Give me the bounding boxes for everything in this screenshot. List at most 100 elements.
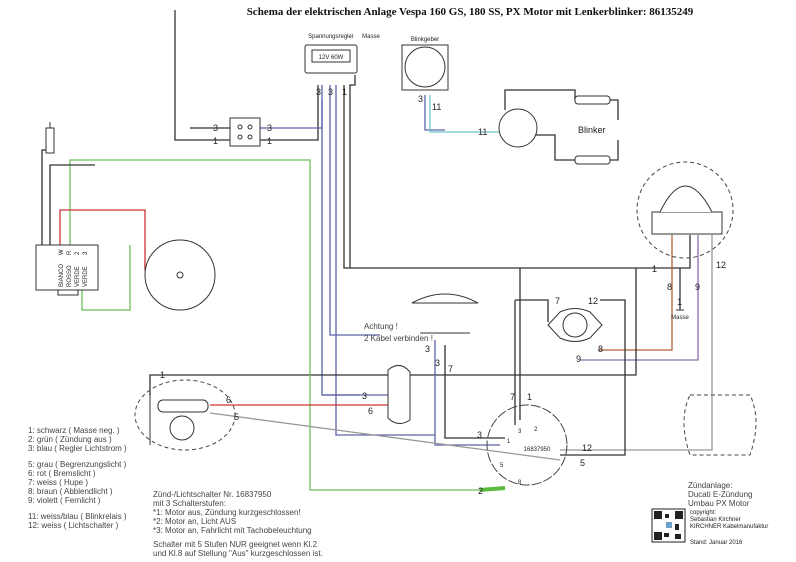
- svg-text:5: grau ( Begrenzungslicht ): 5: grau ( Begrenzungslicht ): [28, 460, 127, 469]
- svg-text:1: 1: [213, 136, 218, 146]
- svg-text:1: 1: [160, 370, 165, 380]
- svg-text:6: rot ( Bremslicht ): 6: rot ( Bremslicht ): [28, 469, 96, 478]
- svg-text:Schalter mit 5 Stufen NUR geei: Schalter mit 5 Stufen NUR geeignet wenn …: [153, 540, 318, 549]
- svg-text:1: 1: [507, 439, 511, 445]
- svg-text:16837950: 16837950: [524, 447, 551, 453]
- tacho-plug: 7 12 8 9: [547, 296, 603, 364]
- svg-text:5: 5: [234, 412, 239, 422]
- svg-text:R: R: [67, 250, 73, 255]
- svg-text:11: 11: [432, 102, 441, 112]
- headlight: 1 8 9 12 1 Masse: [636, 161, 734, 321]
- svg-text:12V 60W: 12V 60W: [319, 55, 344, 61]
- svg-text:1: 1: [342, 87, 347, 97]
- qr-code: [651, 508, 686, 543]
- svg-text:1: 1: [527, 392, 532, 402]
- svg-text:5: 5: [580, 458, 585, 468]
- svg-text:9: 9: [576, 354, 581, 364]
- rear-light: 1 6 5: [134, 370, 239, 451]
- svg-text:3: 3: [328, 87, 333, 97]
- flasher-unit: Blinkgeber 3 11: [401, 37, 449, 112]
- svg-text:VERDE: VERDE: [75, 266, 81, 287]
- credits: Zündanlage: Ducati E-Zündung Umbau PX Mo…: [688, 481, 768, 546]
- voltage-regulator: 12V 60W Spannungsregler Masse 3 3 1: [304, 34, 380, 97]
- svg-text:3: 3: [267, 123, 272, 133]
- svg-text:7: 7: [510, 392, 515, 402]
- svg-text:3: 3: [518, 429, 522, 435]
- svg-text:12: 12: [716, 260, 726, 270]
- svg-text:*1: Motor aus, Zündung kurzges: *1: Motor aus, Zündung kurzgeschlossen!: [153, 508, 301, 517]
- svg-text:2: 2: [478, 486, 483, 496]
- junction-block: 3 1 3 1: [213, 117, 272, 147]
- svg-text:8: 8: [518, 480, 522, 486]
- svg-text:ROSSO: ROSSO: [67, 265, 73, 287]
- svg-text:*3: Motor an, Fahrlicht mit Ta: *3: Motor an, Fahrlicht mit Tachobeleuch…: [153, 526, 312, 535]
- svg-text:8: 8: [667, 282, 672, 292]
- speedometer-lamp: [683, 394, 757, 456]
- svg-text:1: schwarz ( Masse neg. ): 1: schwarz ( Masse neg. ): [28, 426, 120, 435]
- svg-text:1: 1: [677, 297, 682, 307]
- brake-light-switch: 3 6: [362, 365, 411, 424]
- svg-text:7: weiss ( Hupe ): 7: weiss ( Hupe ): [28, 478, 88, 487]
- svg-text:Blinkgeber: Blinkgeber: [411, 37, 439, 43]
- wires: [41, 10, 713, 491]
- svg-text:BIANCO: BIANCO: [59, 264, 65, 287]
- svg-text:9: 9: [695, 282, 700, 292]
- svg-text:2: grün ( Zündung aus ): 2: grün ( Zündung aus ): [28, 435, 112, 444]
- svg-text:KIRCHNER Kabelmanufaktur: KIRCHNER Kabelmanufaktur: [690, 524, 768, 530]
- svg-text:1: 1: [267, 136, 272, 146]
- svg-text:VERDE: VERDE: [83, 266, 89, 287]
- wire-color-legend: 1: schwarz ( Masse neg. ) 2: grün ( Zünd…: [28, 426, 127, 530]
- svg-text:2: 2: [534, 427, 538, 433]
- svg-text:Zündanlage:: Zündanlage:: [688, 481, 732, 490]
- svg-text:und Kl.8 auf Stellung "Aus" ku: und Kl.8 auf Stellung "Aus" kurzgeschlos…: [153, 549, 323, 558]
- svg-text:3: 3: [418, 94, 423, 104]
- svg-text:W: W: [59, 249, 65, 255]
- ground-wire-highlight: [479, 486, 506, 492]
- svg-text:5: 5: [500, 463, 504, 469]
- svg-text:3: 3: [477, 430, 482, 440]
- svg-text:6: 6: [368, 406, 373, 416]
- cdi-unit: BIANCO ROSSO VERDE VERDE W R 2 3: [35, 244, 99, 296]
- svg-text:3: blau ( Regler Lichtstrom ): 3: blau ( Regler Lichtstrom ): [28, 444, 127, 453]
- spark-plug: [45, 122, 55, 154]
- svg-text:Zünd-/Lichtschalter Nr. 168379: Zünd-/Lichtschalter Nr. 16837950: [153, 490, 272, 499]
- svg-text:7: 7: [555, 296, 560, 306]
- svg-text:Masse: Masse: [671, 315, 689, 321]
- svg-text:1: 1: [652, 264, 657, 274]
- svg-text:3: 3: [425, 344, 430, 354]
- svg-text:6: 6: [226, 395, 231, 405]
- svg-text:3: 3: [83, 251, 89, 255]
- svg-text:11: weiss/blau ( Blinkrelais ): 11: weiss/blau ( Blinkrelais ): [28, 512, 127, 521]
- svg-text:3: 3: [213, 123, 218, 133]
- svg-text:Sebastian Kirchner: Sebastian Kirchner: [690, 517, 741, 523]
- svg-text:Umbau PX Motor: Umbau PX Motor: [688, 499, 750, 508]
- svg-text:3: 3: [316, 87, 321, 97]
- svg-text:Spannungsregler: Spannungsregler: [308, 34, 354, 40]
- svg-text:12: 12: [582, 443, 592, 453]
- ignition-switch: 16837950 7 1 3 2 12 5 2 3 1 5 8: [477, 392, 592, 496]
- stator-plate: [144, 239, 216, 311]
- svg-text:7: 7: [448, 364, 453, 374]
- switch-notes: Zünd-/Lichtschalter Nr. 16837950 mit 3 S…: [153, 490, 323, 558]
- svg-text:11: 11: [478, 127, 487, 137]
- svg-text:Masse: Masse: [362, 34, 380, 40]
- svg-text:Ducati E-Zündung: Ducati E-Zündung: [688, 490, 752, 499]
- svg-text:8: braun ( Abblendlicht ): 8: braun ( Abblendlicht ): [28, 487, 113, 496]
- svg-text:copyright:: copyright:: [690, 510, 716, 516]
- svg-text:12: weiss ( Lichtschalter ): 12: weiss ( Lichtschalter ): [28, 521, 119, 530]
- svg-text:2 Kabel verbinden !: 2 Kabel verbinden !: [364, 334, 433, 343]
- diagram-title: Schema der elektrischen Anlage Vespa 160…: [247, 6, 694, 18]
- svg-text:9: violett ( Fernlicht ): 9: violett ( Fernlicht ): [28, 496, 101, 505]
- svg-text:mit 3 Schalterstufen:: mit 3 Schalterstufen:: [153, 499, 226, 508]
- svg-text:8: 8: [598, 344, 603, 354]
- svg-text:2: 2: [75, 251, 81, 255]
- svg-text:Achtung !: Achtung !: [364, 322, 398, 331]
- svg-text:3: 3: [362, 391, 367, 401]
- svg-text:12: 12: [588, 296, 598, 306]
- svg-text:3: 3: [435, 358, 440, 368]
- svg-text:Stand: Januar 2016: Stand: Januar 2016: [690, 540, 743, 546]
- indicator-relay: 11 Blinker: [478, 95, 611, 165]
- horn: Achtung ! 2 Kabel verbinden ! 3 3 7: [364, 293, 479, 374]
- svg-text:*2: Motor an, Licht AUS: *2: Motor an, Licht AUS: [153, 517, 236, 526]
